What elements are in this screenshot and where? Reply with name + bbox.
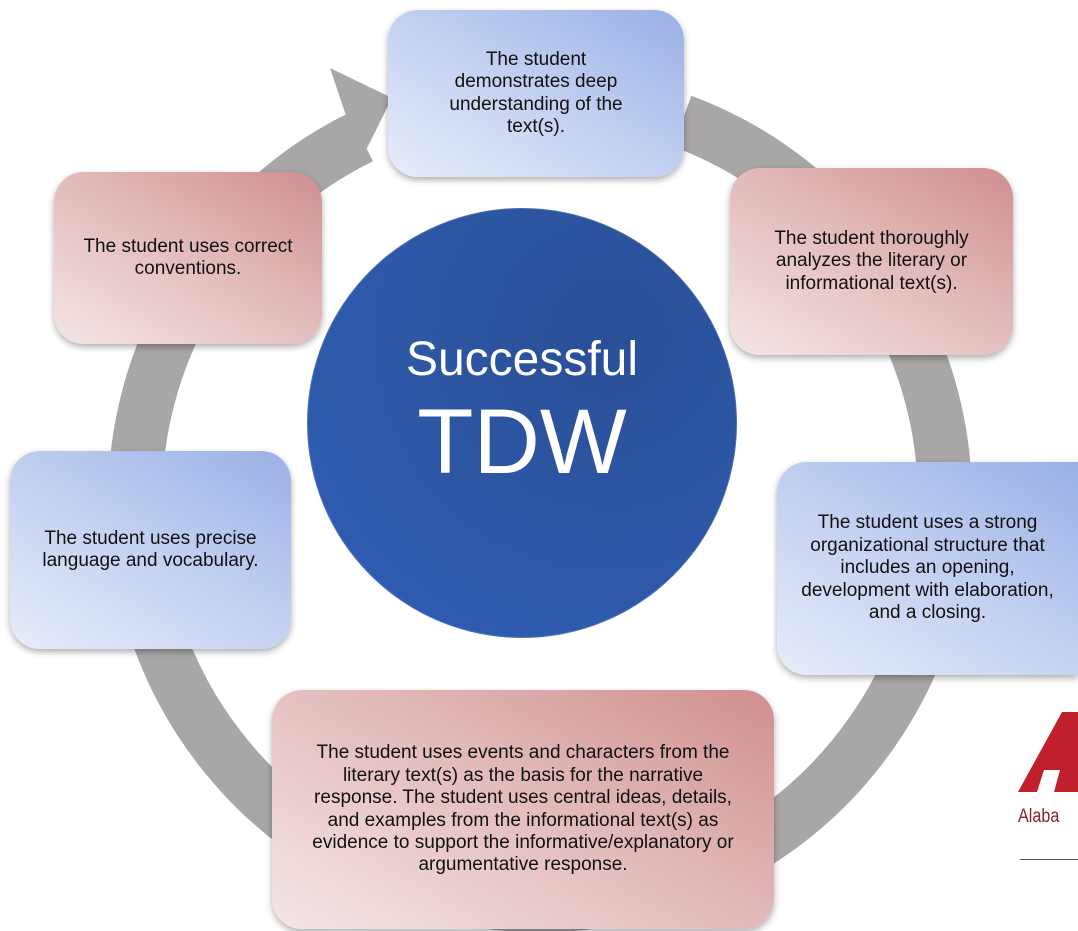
logo-mark <box>1018 712 1078 792</box>
center-title-line1: Successful <box>405 333 639 386</box>
center-title-line2: TDW <box>417 391 627 493</box>
center-circle: Successful TDW <box>307 208 737 638</box>
node-deep-understanding-text: The student demonstrates deep understand… <box>449 48 623 137</box>
cycle-arrowhead <box>330 68 392 160</box>
logo-divider <box>1020 859 1078 860</box>
node-precise-language-text: The student uses precise language and vo… <box>42 527 259 571</box>
node-correct-conventions: The student uses correct conventions. <box>54 172 322 344</box>
node-evidence-text: The student uses events and characters f… <box>312 742 734 876</box>
node-organizational-structure: The student uses a strong organizational… <box>777 462 1078 675</box>
logo-text: Alaba <box>1018 806 1060 827</box>
node-analyzes-text: The student thoroughly analyzes the lite… <box>730 168 1013 355</box>
node-evidence: The student uses events and characters f… <box>272 690 774 929</box>
node-precise-language: The student uses precise language and vo… <box>10 451 291 649</box>
node-correct-conventions-text: The student uses correct conventions. <box>83 235 293 279</box>
node-organizational-structure-text: The student uses a strong organizational… <box>801 512 1054 624</box>
node-analyzes-text-text: The student thoroughly analyzes the lite… <box>774 227 969 294</box>
node-deep-understanding: The student demonstrates deep understand… <box>388 10 684 177</box>
